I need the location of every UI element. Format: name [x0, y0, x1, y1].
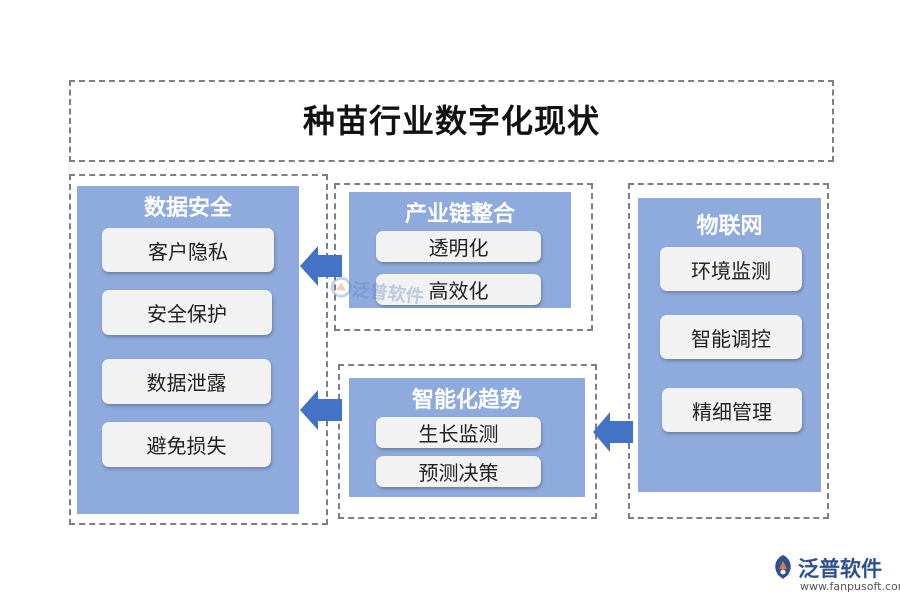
brand-url: www.fanpusoft.com [800, 580, 900, 593]
arrow-chain-to-security [300, 246, 342, 286]
iot-frame [628, 183, 829, 519]
intelligence-panel: 智能化趋势 生长监测 预测决策 [349, 378, 585, 497]
item-smart-control: 智能调控 [660, 315, 802, 359]
title-frame: 种苗行业数字化现状 [69, 80, 834, 162]
intelligence-frame [338, 364, 597, 519]
arrow-iot-to-intelligence [593, 412, 633, 452]
item-transparency: 透明化 [376, 231, 541, 262]
industry-chain-panel: 产业链整合 透明化 高效化 [349, 192, 571, 308]
watermark: 泛普软件 [329, 273, 425, 309]
brand-name: 泛普软件 [798, 557, 882, 581]
brand-logo-icon [775, 555, 791, 579]
item-data-leak: 数据泄露 [102, 359, 271, 404]
iot-title: 物联网 [696, 213, 763, 239]
diagram-title: 种苗行业数字化现状 [302, 102, 600, 140]
data-security-frame [69, 174, 328, 525]
item-security-protection: 安全保护 [102, 290, 272, 335]
industry-chain-title: 产业链整合 [404, 201, 515, 227]
item-avoid-loss: 避免损失 [102, 422, 271, 467]
item-customer-privacy: 客户隐私 [102, 228, 274, 272]
arrow-intelligence-to-security [300, 390, 342, 430]
item-environment-monitoring: 环境监测 [660, 247, 802, 291]
item-efficiency: 高效化 [376, 274, 541, 305]
brand-logo: 泛普软件 www.fanpusoft.com [770, 553, 900, 597]
watermark-logo-icon [330, 276, 352, 298]
intelligence-title: 智能化趋势 [411, 387, 522, 413]
item-growth-monitoring: 生长监测 [376, 417, 541, 448]
data-security-title: 数据安全 [143, 195, 232, 221]
iot-panel: 物联网 环境监测 智能调控 精细管理 [638, 198, 821, 492]
item-fine-management: 精细管理 [662, 388, 802, 432]
item-predictive-decision: 预测决策 [376, 456, 541, 487]
data-security-panel: 数据安全 客户隐私 安全保护 数据泄露 避免损失 [77, 186, 299, 514]
